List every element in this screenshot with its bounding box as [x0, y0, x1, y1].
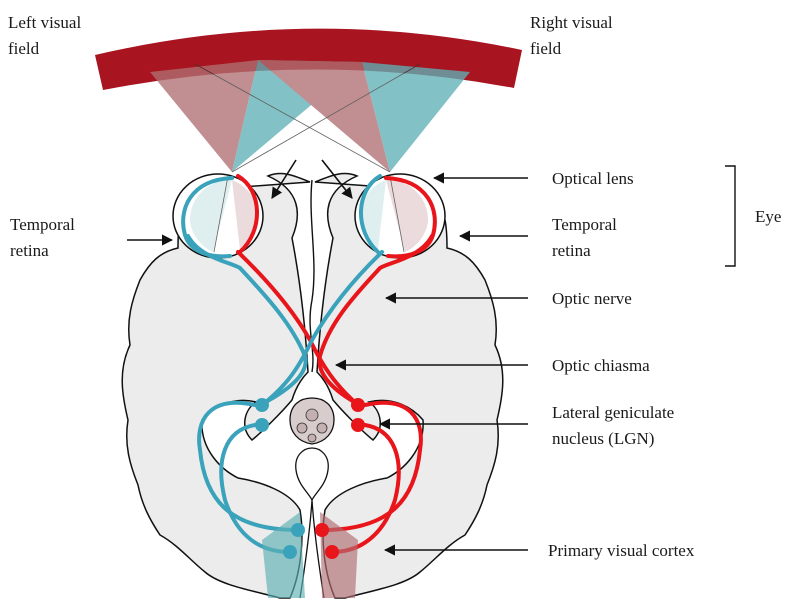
left-v1-node-1	[291, 523, 305, 537]
right-v1-node-1	[315, 523, 329, 537]
optical-lens-label: Optical lens	[552, 169, 634, 188]
left-lgn-node-1	[255, 398, 269, 412]
optic-chiasma-label: Optic chiasma	[552, 356, 650, 375]
left-v1-node-2	[283, 545, 297, 559]
right-lgn-node-2	[351, 418, 365, 432]
left-eye	[173, 174, 263, 258]
optic-nerve-label: Optic nerve	[552, 289, 632, 308]
lgn-label: Lateral geniculate nucleus (LGN)	[552, 403, 678, 448]
eye-label: Eye	[755, 207, 781, 226]
right-v1-node-2	[325, 545, 339, 559]
left-visual-field-label: Left visual field	[8, 13, 85, 58]
left-lgn-node-2	[255, 418, 269, 432]
right-visual-field-label: Right visual field	[530, 13, 617, 58]
visual-field-cones	[150, 60, 470, 172]
right-lgn-node-1	[351, 398, 365, 412]
eye-bracket	[725, 166, 735, 266]
temporal-retina-left-label: Temporal retina	[10, 215, 79, 260]
primary-visual-cortex-label: Primary visual cortex	[548, 541, 695, 560]
temporal-retina-right-label: Temporal retina	[552, 215, 621, 260]
right-eye	[355, 174, 445, 258]
